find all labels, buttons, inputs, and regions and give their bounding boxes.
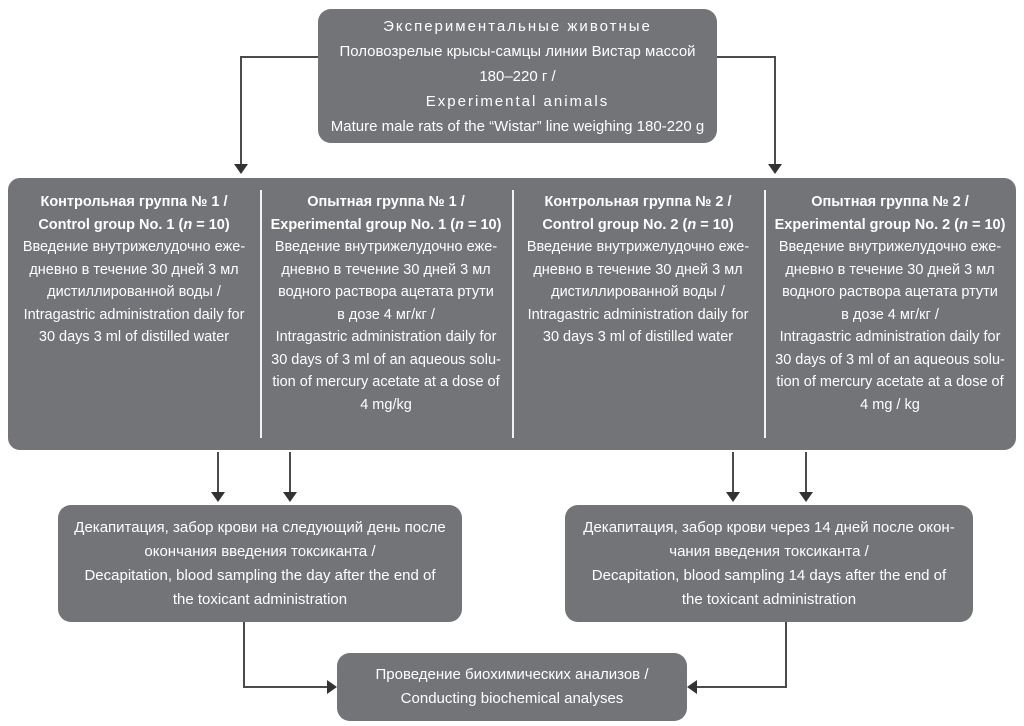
group-title-ru: Опытная группа № 1 / [307, 194, 465, 210]
connector-bottom-right-vertical [785, 622, 787, 688]
arrowhead-right-icon [327, 680, 337, 694]
group-title-en: Experimental group No. 1 (n = 10) [270, 216, 502, 233]
top-box-line-ru-1: Половозрелые крысы-самцы линии Вистар ма… [339, 42, 696, 60]
group-title-ru: Контрольная группа № 1 / [40, 194, 228, 210]
connector-group3-vertical [732, 452, 734, 492]
control-group-2-box: Контрольная группа № 2 / Control group N… [512, 178, 764, 450]
arrowhead-group1-icon [211, 492, 225, 502]
n-variable: n [687, 216, 697, 233]
column-divider-2 [512, 190, 514, 438]
n-variable: n [959, 216, 968, 233]
group-body: Введение внутрижелудочно еже- дневно в т… [526, 239, 750, 345]
column-divider-1 [260, 190, 262, 438]
top-box-title-ru: Экспериментальные животные [383, 17, 652, 35]
connector-bottom-right-horizontal [697, 686, 787, 688]
n-variable: n [183, 216, 193, 233]
group-body: Введение внутрижелудочно еже- дневно в т… [775, 239, 1005, 413]
decapitation-14-days-box: Декапитация, забор крови через 14 дней п… [565, 505, 973, 622]
arrowhead-left-icon [687, 680, 697, 694]
control-group-1-box: Контрольная группа № 1 / Control group N… [8, 178, 260, 450]
groups-row-box: Контрольная группа № 1 / Control group N… [8, 178, 1016, 450]
group-title-ru: Опытная группа № 2 / [811, 194, 969, 210]
connector-bottom-left-horizontal [243, 686, 327, 688]
n-variable: n [455, 216, 464, 233]
connector-top-right-vertical [774, 56, 776, 164]
group-title-en: Control group No. 2 (n = 10) [542, 216, 734, 233]
connector-top-left-vertical [240, 56, 242, 164]
experimental-animals-box: Экспериментальные животные Половозрелые … [318, 9, 717, 143]
arrowhead-down-left-icon [234, 164, 248, 174]
decapitation-day-after-box: Декапитация, забор крови на следующий де… [58, 505, 462, 622]
group-title-en: Experimental group No. 2 (n = 10) [774, 216, 1006, 233]
group-body: Введение внутрижелудочно еже- дневно в т… [22, 239, 246, 345]
experimental-group-2-box: Опытная группа № 2 / Experimental group … [764, 178, 1016, 450]
arrowhead-group3-icon [726, 492, 740, 502]
arrowhead-group2-icon [283, 492, 297, 502]
group-title-en: Control group No. 1 (n = 10) [38, 216, 230, 233]
connector-group4-vertical [805, 452, 807, 492]
arrowhead-down-right-icon [768, 164, 782, 174]
biochemical-analyses-box: Проведение биохимических анализов / Cond… [337, 653, 687, 721]
experimental-group-1-box: Опытная группа № 1 / Experimental group … [260, 178, 512, 450]
connector-group2-vertical [289, 452, 291, 492]
group-body: Введение внутрижелудочно еже- дневно в т… [271, 239, 501, 413]
connector-bottom-left-vertical [243, 622, 245, 688]
connector-top-right-horizontal [717, 56, 775, 58]
top-box-line-en: Mature male rats of the “Wistar” line we… [330, 117, 705, 135]
column-divider-3 [764, 190, 766, 438]
group-title-ru: Контрольная группа № 2 / [544, 194, 732, 210]
top-box-title-en: Experimental animals [425, 92, 610, 110]
connector-group1-vertical [217, 452, 219, 492]
top-box-line-ru-2: 180–220 г / [479, 67, 556, 85]
connector-top-left-horizontal [241, 56, 318, 58]
arrowhead-group4-icon [799, 492, 813, 502]
